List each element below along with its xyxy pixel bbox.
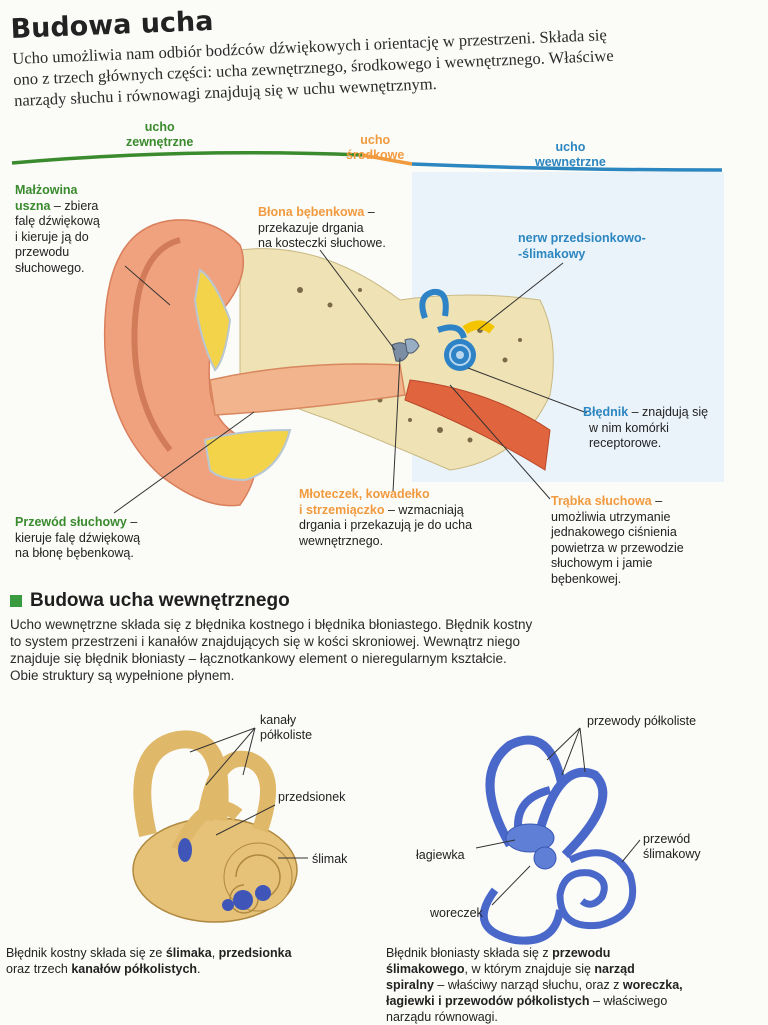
label-przewody-polkoliste: przewody półkoliste	[587, 714, 697, 728]
cartilage-upper	[193, 268, 232, 372]
callout-malzowina: Małżowina uszna – zbiera falę dźwiękową …	[15, 183, 100, 275]
callout-trabka: Trąbka słuchowa – umożliwia utrzymanie j…	[551, 494, 684, 586]
section-paragraph: Ucho wewnętrzne składa się z błędnika ko…	[10, 617, 533, 683]
region-bar-inner	[411, 162, 723, 172]
section-heading: Budowa ucha wewnętrznego	[10, 590, 290, 612]
label-kanaly: kanały półkoliste	[260, 713, 313, 742]
label-slimak: ślimak	[312, 852, 348, 866]
labyrinth-icon	[419, 288, 476, 371]
auditory-nerve	[462, 320, 495, 334]
callout-mloteczek: Młoteczek, kowadełko i strzemiączko – wz…	[299, 487, 473, 548]
label-lagiewka: łagiewka	[416, 848, 465, 862]
heading-square-icon	[10, 595, 22, 607]
callout-blednik: Błędnik – znajdują się w nim komórki rec…	[583, 405, 709, 450]
callout-przewod: Przewód słuchowy – kieruje falę dźwiękow…	[15, 515, 141, 560]
caption-bony: Błędnik kostny składa się ze ślimaka, pr…	[6, 946, 292, 976]
label-przedsionek: przedsionek	[278, 790, 346, 804]
ossicles-icon	[391, 338, 420, 362]
auricle-fold	[131, 237, 181, 452]
cartilage-lower	[203, 428, 292, 482]
ear-canal	[209, 363, 406, 416]
label-przewod-slimakowy: przewód ślimakowy	[643, 832, 701, 861]
leader-lines	[113, 249, 588, 514]
region-bar-middle	[361, 153, 413, 166]
eustachian-tube	[404, 379, 551, 471]
region-bar-outer	[11, 151, 363, 165]
section-heading-text: Budowa ucha wewnętrznego	[30, 590, 290, 611]
caption-membranous: Błędnik błoniasty składa się z przewodu …	[386, 946, 683, 1024]
callout-blona: Błona bębenkowa – przekazuje drgania na …	[258, 205, 386, 250]
label-woreczek: woreczek	[430, 906, 483, 920]
callout-nerw: nerw przedsionkowo- -ślimakowy	[518, 231, 646, 261]
